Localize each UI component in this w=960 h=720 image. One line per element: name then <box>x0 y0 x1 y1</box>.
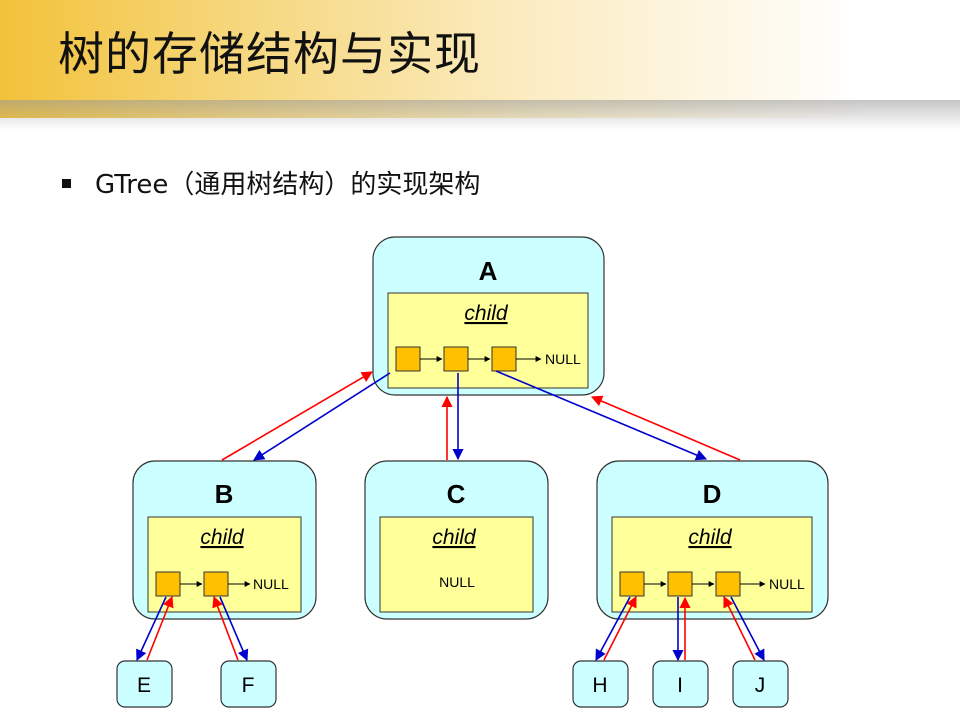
tree-node-d: D child NULL <box>596 460 829 620</box>
node-b-label: B <box>215 479 234 509</box>
node-b-cell-1 <box>155 571 181 597</box>
node-d-label: D <box>703 479 722 509</box>
node-d-cell-2 <box>667 571 693 597</box>
leaf-i-label: I <box>677 674 683 697</box>
bullet-text: GTree（通用树结构）的实现架构 <box>95 170 481 200</box>
node-a-child-label: child <box>464 302 509 325</box>
tree-node-a: A child NULL <box>372 236 605 396</box>
tree-node-b: B child NULL <box>132 460 317 620</box>
node-d-child-list <box>611 516 813 613</box>
square-bullet-icon <box>62 179 71 188</box>
leaf-j-label: J <box>755 674 766 697</box>
node-a-label: A <box>479 256 498 286</box>
parent-arrow-b-to-a <box>221 371 373 461</box>
parent-arrow-e-to-b <box>146 595 174 661</box>
parent-arrow-h-to-d <box>603 596 637 661</box>
leaf-j: J <box>732 660 789 708</box>
node-a-null: NULL <box>545 351 581 367</box>
node-a-child-list <box>387 292 589 389</box>
tree-node-c: C child NULL <box>364 460 549 620</box>
node-b-child-label: child <box>200 526 245 549</box>
title-bar <box>0 0 960 118</box>
leaf-h-label: H <box>592 674 607 697</box>
node-d-null: NULL <box>769 576 805 592</box>
node-a-cell-2 <box>443 346 469 372</box>
title-shadow <box>0 100 960 130</box>
leaf-f: F <box>220 660 277 708</box>
node-c-child-list <box>379 516 534 613</box>
node-a-cell-3 <box>491 346 517 372</box>
node-d-child-label: child <box>688 526 733 549</box>
parent-arrow-f-to-b <box>212 595 239 661</box>
node-b-null: NULL <box>253 576 289 592</box>
child-arrow-b-to-e <box>136 596 167 662</box>
bullet-item: GTree（通用树结构）的实现架构 <box>62 164 480 201</box>
slide-title: 树的存储结构与实现 <box>58 27 481 81</box>
leaf-e: E <box>116 660 173 708</box>
leaf-f-box <box>220 660 277 708</box>
child-arrow-a-to-b <box>253 372 391 461</box>
child-arrow-b-to-f <box>219 596 249 662</box>
child-arrow-d-to-j <box>730 596 765 661</box>
child-arrow-d-to-h <box>595 596 631 661</box>
child-arrow-a-to-d <box>495 370 708 461</box>
node-c-null: NULL <box>439 574 475 590</box>
leaf-f-label: F <box>242 674 255 697</box>
leaf-e-label: E <box>137 674 151 697</box>
parent-arrow-j-to-d <box>723 595 756 661</box>
leaf-h: H <box>572 660 629 708</box>
node-a-cell-1 <box>395 346 421 372</box>
leaf-j-box <box>732 660 789 708</box>
node-d-cell-1 <box>619 571 645 597</box>
node-b-cell-2 <box>203 571 229 597</box>
leaf-h-box <box>572 660 629 708</box>
leaf-i: I <box>652 660 709 708</box>
node-d-cell-3 <box>715 571 741 597</box>
node-c-child-label: child <box>432 526 477 549</box>
parent-arrow-d-to-a <box>590 395 741 461</box>
node-c-label: C <box>447 479 466 509</box>
